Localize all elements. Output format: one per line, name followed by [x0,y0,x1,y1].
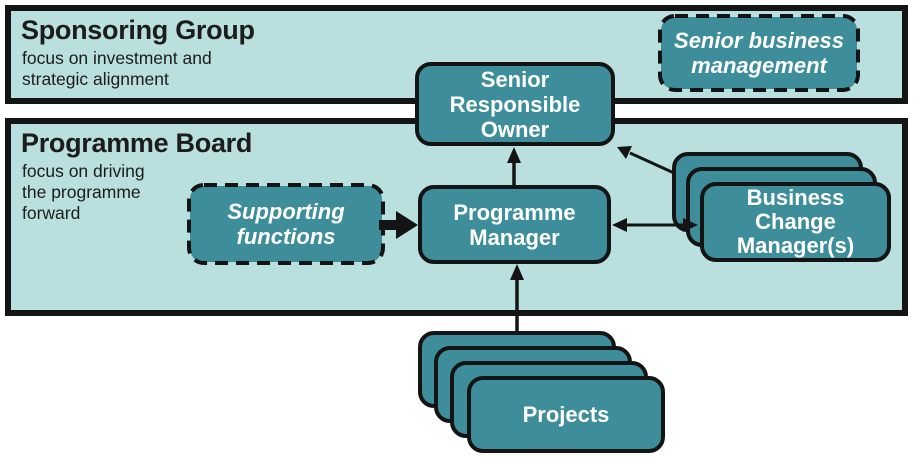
sponsoring-group-title: Sponsoring Group [21,15,255,45]
node-label-line: Senior business [674,28,844,53]
senior-business-management-node: Senior business management [658,14,860,92]
business-change-managers-node: Business Change Manager(s) [700,182,891,262]
node-fill [190,186,382,262]
node-fill [661,17,857,89]
node-label-line: Senior [480,66,550,92]
subtitle-line: forward [22,203,81,223]
programme-board-subtitle: focus on driving the programme forward [22,161,902,224]
node-label-line: Owner [480,116,550,142]
node-label-line: Projects [522,402,610,427]
node-label-line: Programme [453,199,576,225]
node-label-line: Manager [469,224,560,250]
subtitle-line: the programme [22,182,141,202]
node-label-line: management [691,53,827,78]
supporting-functions-node: Supporting functions [187,183,385,265]
projects-node: Projects [467,376,665,453]
node-label-line: Supporting [227,199,345,224]
programme-board-title: Programme Board [21,128,253,158]
dashed-border [658,14,860,92]
subtitle-line: focus on investment and [22,48,212,68]
subtitle-line: strategic alignment [22,69,169,89]
node-label-line: functions [236,224,336,249]
subtitle-line: focus on driving [22,161,145,181]
node-label-line: Manager(s) [736,233,855,258]
sponsoring-group-subtitle: focus on investment and strategic alignm… [22,48,902,90]
node-label-line: Responsible [449,91,581,117]
senior-responsible-owner-node: Senior Responsible Owner [415,62,615,146]
programme-manager-node: Programme Manager [418,185,611,264]
node-label-line: Change [755,209,836,234]
node-label-line: Business [746,185,845,210]
